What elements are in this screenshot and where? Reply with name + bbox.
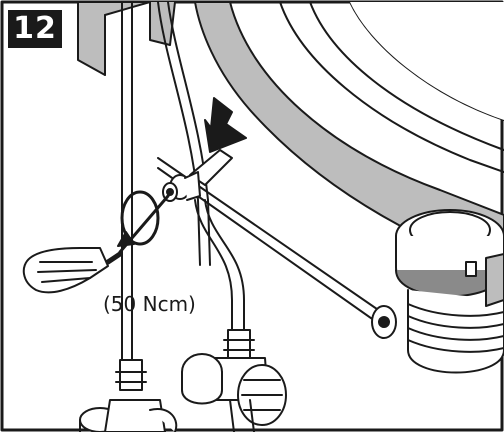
angle-valve-icon <box>79 359 178 432</box>
step-number-badge: 12 <box>8 10 62 48</box>
torque-label: (50 Ncm) <box>103 292 196 316</box>
rotation-arrow-icon <box>117 190 160 247</box>
drain-plug-icon <box>371 209 504 374</box>
screwdriver-icon <box>22 194 170 294</box>
down-arrow-icon <box>204 97 247 153</box>
angle-valve-icon-right <box>181 329 287 432</box>
supply-hoses <box>121 1 245 361</box>
